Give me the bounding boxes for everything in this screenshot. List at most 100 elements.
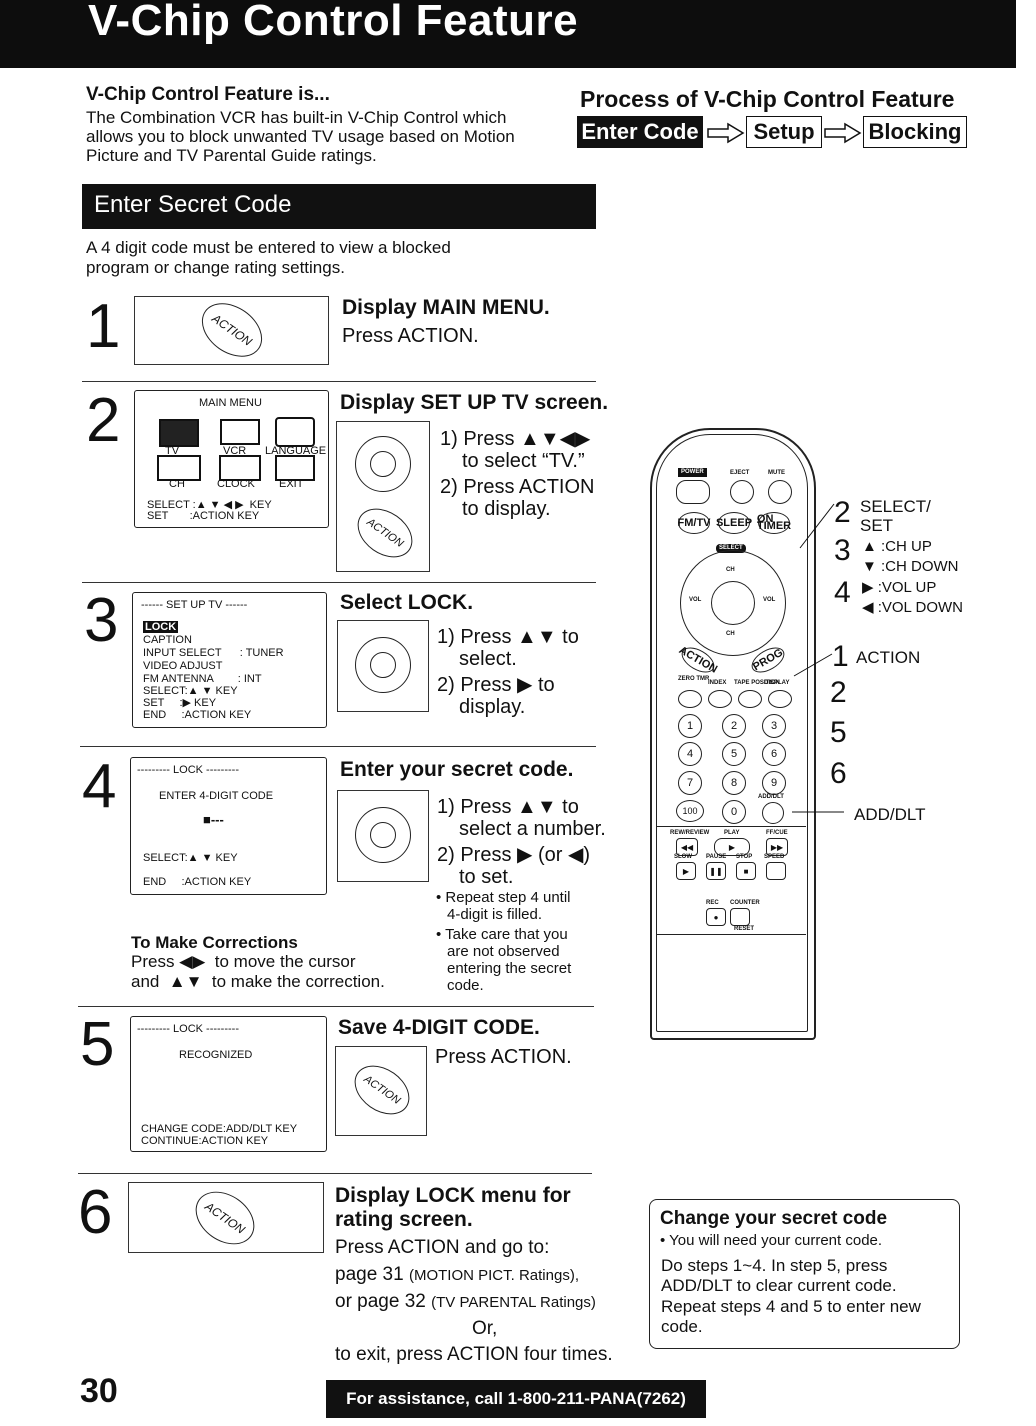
key-4[interactable]: 4: [678, 742, 702, 766]
eject-button[interactable]: [730, 480, 754, 504]
tape-position-label: TAPE POSITION: [734, 680, 780, 686]
divider: [80, 746, 596, 747]
exit-label: EXIT: [279, 478, 304, 490]
intro-line-1: The Combination VCR has built-in V-Chip …: [86, 108, 507, 127]
stop-button[interactable]: ■: [736, 862, 756, 880]
screen-lock-item: LOCK: [143, 621, 179, 633]
key-7[interactable]: 7: [678, 771, 702, 795]
key-3[interactable]: 3: [762, 714, 786, 738]
step-2-title: Display SET UP TV screen.: [340, 391, 609, 414]
tv-icon: [159, 419, 199, 447]
step-2-line-1a: 1) Press ▲▼◀▶: [440, 428, 591, 450]
select-label: SELECT: [716, 544, 746, 553]
tv-label: TV: [165, 445, 180, 457]
screen-select-hint: SELECT:▲ ▼ KEY: [143, 852, 238, 864]
process-step-setup: Setup: [746, 116, 822, 148]
on-timer-button[interactable]: ON TIMER: [756, 512, 792, 534]
mute-button[interactable]: [768, 480, 792, 504]
counter-reset-button[interactable]: [730, 908, 750, 926]
action-label: ACTION: [361, 1073, 403, 1107]
key-100[interactable]: 100: [676, 800, 704, 822]
callout-vol-up: ▶ :VOL UP: [862, 579, 937, 596]
process-step-enter-code: Enter Code: [577, 116, 703, 148]
ff-button[interactable]: ▶▶: [766, 838, 788, 856]
step-4-bullet-2c: entering the secret: [447, 960, 572, 977]
display-button[interactable]: [768, 690, 792, 708]
screen-recognized: RECOGNIZED: [179, 1049, 253, 1061]
callout-4: 4: [834, 576, 851, 609]
fmtv-button[interactable]: FM/TV: [678, 512, 711, 534]
screen-set-hint: SET :▶ KEY: [143, 697, 217, 709]
display-label: DISPLAY: [764, 680, 790, 686]
key-2[interactable]: 2: [722, 714, 746, 738]
screen-title: --------- LOCK ---------: [137, 764, 240, 776]
joystick-icon: [355, 637, 411, 693]
callout-vol-down: ◀ :VOL DOWN: [862, 599, 963, 616]
power-button[interactable]: [676, 480, 710, 504]
step-5-number: 5: [80, 1010, 115, 1079]
dpad[interactable]: CH CH VOL VOL: [680, 550, 786, 656]
rew-button[interactable]: ◀◀: [676, 838, 698, 856]
exit-icon: [275, 455, 315, 481]
select-button[interactable]: [711, 581, 755, 625]
lock-recognized-screen: --------- LOCK --------- RECOGNIZED CHAN…: [130, 1016, 327, 1152]
screen-input-item: INPUT SELECT : TUNER: [143, 647, 284, 659]
change-code-bullet: • You will need your current code.: [660, 1232, 883, 1249]
speed-button[interactable]: [766, 862, 786, 880]
callout-ch-down: ▼ :CH DOWN: [862, 558, 959, 575]
key-1[interactable]: 1: [678, 714, 702, 738]
ff-label: FF/CUE: [766, 830, 788, 836]
process-heading: Process of V-Chip Control Feature: [580, 86, 955, 112]
arrow-right-icon: [707, 122, 745, 144]
step-4-bullet-1b: 4-digit is filled.: [447, 906, 543, 923]
main-menu-screen: MAIN MENU TV VCR LANGUAGE CH CLOCK EXIT …: [134, 390, 329, 528]
step-6-exit: to exit, press ACTION four times.: [335, 1344, 613, 1365]
step-4-bullet-2d: code.: [447, 977, 484, 994]
tape-position-button[interactable]: [738, 690, 762, 708]
remote-control: POWER EJECT MUTE FM/TV SLEEP ON TIMER SE…: [650, 428, 816, 1040]
step-6-page32-line: or page 32 (TV PARENTAL Ratings): [335, 1291, 596, 1313]
page-number: 30: [80, 1372, 118, 1410]
key-9[interactable]: 9: [762, 771, 786, 795]
rec-button[interactable]: ●: [706, 908, 726, 926]
screen-enter-prompt: ENTER 4-DIGIT CODE: [159, 790, 274, 802]
pause-label: PAUSE: [706, 854, 727, 860]
key-6[interactable]: 6: [762, 742, 786, 766]
step-2-line-1b: to select “TV.”: [462, 450, 585, 472]
step-1-image: ACTION: [134, 292, 329, 368]
step-1-number: 1: [86, 292, 121, 361]
sleep-button[interactable]: SLEEP: [716, 512, 752, 534]
change-code-line-3: Repeat steps 4 and 5 to enter new: [661, 1297, 921, 1316]
language-label: LANGUAGE: [265, 445, 327, 457]
corrections-line-2: and ▲▼ to make the correction.: [131, 972, 385, 991]
lock-code-screen: --------- LOCK --------- ENTER 4-DIGIT C…: [130, 757, 327, 895]
step-3-line-1b: select.: [459, 648, 517, 670]
action-button-icon: ACTION: [185, 1180, 265, 1256]
screen-caption-item: CAPTION: [143, 634, 192, 646]
key-0[interactable]: 0: [722, 800, 746, 824]
screen-select-hint: SELECT:▲ ▼ KEY: [143, 685, 238, 697]
step-6-title-1: Display LOCK menu for: [335, 1184, 571, 1207]
screen-continue-hint: CONTINUE:ACTION KEY: [141, 1135, 269, 1147]
page-32-ref: or page 32: [335, 1291, 426, 1312]
step-4-number: 4: [82, 752, 117, 821]
divider: [82, 582, 596, 583]
step-4-bullet-2a: • Take care that you: [436, 926, 568, 943]
change-code-box: Change your secret code • You will need …: [649, 1199, 960, 1349]
key-5[interactable]: 5: [722, 742, 746, 766]
play-label: PLAY: [724, 830, 740, 836]
screen-code-field: ■---: [203, 812, 224, 827]
callout-select-set-2: SET: [860, 516, 894, 535]
zero-tmr-button[interactable]: [678, 690, 702, 708]
step-6-image: ACTION: [128, 1180, 324, 1256]
key-8[interactable]: 8: [722, 771, 746, 795]
language-icon: [275, 417, 315, 447]
callout-action: ACTION: [856, 648, 921, 667]
pause-button[interactable]: ❚❚: [706, 862, 726, 880]
intro-heading: V-Chip Control Feature is...: [86, 84, 330, 105]
add-dlt-button[interactable]: [762, 802, 784, 824]
play-button[interactable]: ▶: [714, 838, 750, 856]
index-button[interactable]: [708, 690, 732, 708]
joystick-icon: [355, 436, 411, 492]
slow-button[interactable]: ▶: [676, 862, 696, 880]
